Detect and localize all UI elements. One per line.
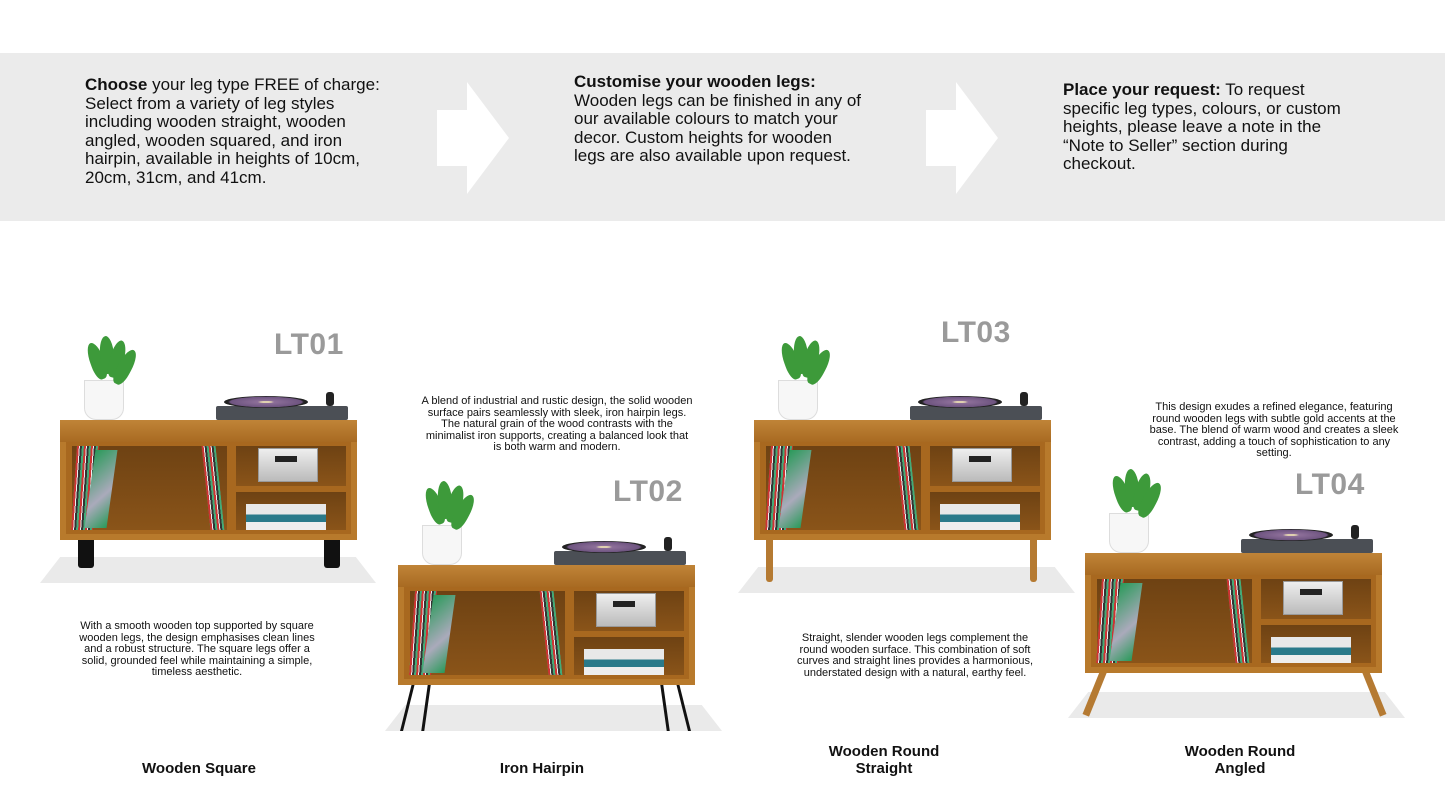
vinyl-record [224, 396, 308, 408]
step-choose: Choose your leg type FREE of charge: Sel… [85, 75, 385, 187]
floor-shadow [738, 567, 1075, 593]
turntable [216, 392, 348, 420]
vinyl-record [918, 396, 1002, 408]
product-code-lt01: LT01 [274, 328, 344, 361]
plant-pot [778, 380, 818, 420]
leg [400, 683, 415, 731]
cabinet [398, 565, 695, 685]
cabinet [60, 420, 357, 540]
cabinet-image [754, 335, 1051, 590]
product-description: With a smooth wooden top supported by sq… [79, 620, 315, 679]
cabinet-top [60, 420, 357, 442]
product-description: This design exudes a refined elegance, f… [1149, 401, 1399, 460]
books [584, 649, 664, 675]
plant-pot [1109, 513, 1149, 553]
stereo-unit [1283, 581, 1343, 615]
cabinet-image [1082, 468, 1387, 723]
product-description: A blend of industrial and rustic design,… [421, 395, 693, 454]
product-code-lt04: LT04 [1295, 468, 1365, 501]
books [940, 504, 1020, 530]
turntable [1241, 525, 1373, 553]
cabinet [754, 420, 1051, 540]
info-banner: Choose your leg type FREE of charge: Sel… [0, 53, 1445, 221]
vinyl-record [562, 541, 646, 553]
leg [1030, 538, 1037, 582]
floor-shadow [40, 557, 376, 583]
turntable [554, 537, 686, 565]
step-heading: Choose [85, 75, 148, 94]
product-code-lt02: LT02 [613, 475, 683, 508]
vinyl-record [1249, 529, 1333, 541]
stereo-unit [952, 448, 1012, 482]
stereo-unit [596, 593, 656, 627]
tonearm [1020, 392, 1028, 406]
cabinet-image [398, 480, 695, 735]
leg [421, 683, 431, 731]
books [246, 504, 326, 530]
tonearm [1351, 525, 1359, 539]
arrow-right-icon [437, 82, 509, 194]
stereo-unit [258, 448, 318, 482]
step-customise: Customise your wooden legs: Wooden legs … [574, 72, 864, 166]
cabinet-top [398, 565, 695, 587]
plant-pot [84, 380, 124, 420]
step-text: To request specific leg types, colours, … [1063, 80, 1341, 173]
leg [766, 538, 773, 582]
product-name: Wooden Square [142, 760, 256, 777]
leg [324, 538, 340, 568]
product-code-lt03: LT03 [941, 316, 1011, 349]
product-name: Wooden Round Angled [1184, 743, 1296, 777]
cabinet [1085, 553, 1382, 673]
floor-shadow [1068, 692, 1405, 718]
cabinet-top [754, 420, 1051, 442]
product-description: Straight, slender wooden legs complement… [796, 632, 1033, 679]
step-heading: Place your request: [1063, 80, 1221, 99]
turntable [910, 392, 1042, 420]
books [1271, 637, 1351, 663]
cabinet-image [60, 335, 357, 590]
tonearm [326, 392, 334, 406]
cabinet-top [1085, 553, 1382, 575]
step-text: your leg type FREE of charge: Select fro… [85, 75, 380, 187]
product-name: Iron Hairpin [499, 760, 585, 777]
leg [676, 683, 691, 731]
product-name: Wooden Round Straight [828, 743, 940, 777]
step-text: Wooden legs can be finished in any of ou… [574, 90, 861, 165]
leg [660, 683, 670, 731]
tonearm [664, 537, 672, 551]
step-request: Place your request: To request specific … [1063, 80, 1363, 174]
plant-pot [422, 525, 462, 565]
leg [78, 538, 94, 568]
step-heading: Customise your wooden legs: [574, 72, 816, 91]
arrow-right-icon [926, 82, 998, 194]
leg [1082, 667, 1108, 717]
